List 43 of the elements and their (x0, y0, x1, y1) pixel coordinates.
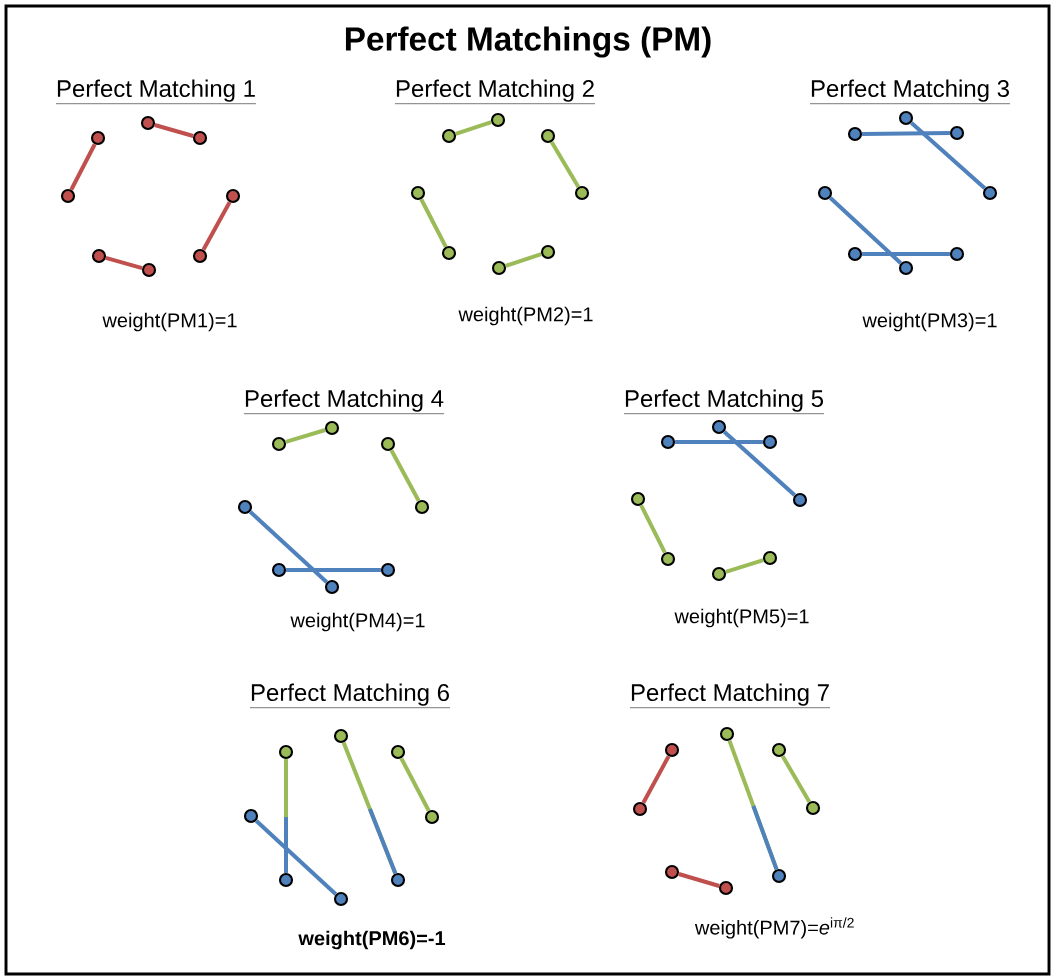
matching-edge (639, 504, 667, 554)
matching-edge (154, 123, 194, 138)
matching-edge (105, 255, 143, 270)
panel-title: Perfect Matching 6 (249, 683, 451, 708)
diagram-title: Perfect Matchings (PM) (345, 26, 711, 58)
matching-edge (69, 143, 97, 191)
panel-title: Perfect Matching 3 (809, 79, 1011, 104)
matching-edge (505, 252, 542, 268)
matching-edge (419, 198, 448, 248)
matching-edge (862, 252, 950, 256)
weight-label: weight(PM4)=1 (290, 612, 425, 632)
matching-edge (341, 741, 398, 875)
weight-label: weight(PM7)=e$^{iπ/2}$ (694, 917, 854, 939)
matching-edge (722, 430, 797, 497)
matching-edge (399, 757, 431, 812)
matching-edge (678, 872, 720, 888)
matching-edge (862, 131, 950, 136)
matching-edge (201, 201, 232, 251)
matching-edge (285, 428, 326, 444)
panel-title: Perfect Matching 2 (394, 79, 596, 104)
matching-edge (389, 449, 421, 502)
panel-title: Perfect Matching 1 (55, 79, 257, 104)
matching-edge (828, 196, 903, 265)
matching-edge (725, 558, 764, 574)
matching-edge (549, 141, 581, 188)
matching-edge (909, 121, 987, 190)
matching-edge (727, 739, 779, 871)
weight-label: weight(PM5)=1 (674, 608, 809, 628)
matching-edge (455, 120, 492, 136)
weight-label: weight(PM6)=-1 (298, 930, 446, 950)
matching-edge (284, 759, 288, 873)
weight-label: weight(PM2)=1 (458, 306, 593, 326)
matching-edge (641, 755, 671, 804)
panel-title: Perfect Matching 5 (623, 389, 825, 414)
matching-edge (254, 819, 338, 896)
panel-title: Perfect Matching 7 (629, 683, 831, 708)
panel-title: Perfect Matching 4 (243, 389, 445, 414)
matching-edge (286, 568, 381, 572)
weight-label: weight(PM3)=1 (862, 312, 997, 332)
weight-label: weight(PM1)=1 (102, 312, 237, 332)
matching-edge (675, 440, 763, 444)
matching-edge (248, 510, 329, 584)
matching-edge (780, 755, 812, 803)
